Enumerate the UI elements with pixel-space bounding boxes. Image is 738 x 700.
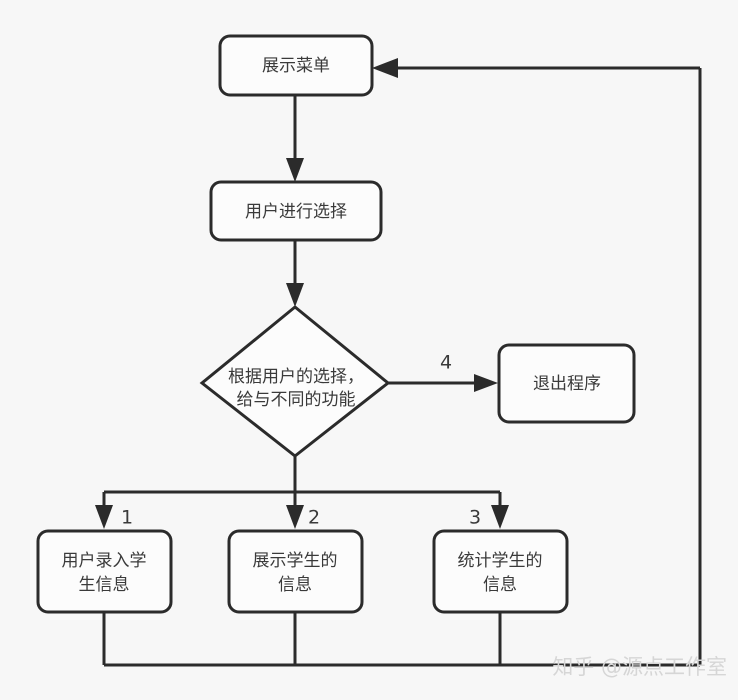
node-decision-label-line2: 给与不同的功能 <box>237 390 356 410</box>
edge-decision-to-exit: 4 <box>388 352 498 392</box>
node-decision-shape[interactable] <box>199 305 391 458</box>
edge-label-branch-1: 1 <box>121 507 133 529</box>
node-show-menu[interactable]: 展示菜单 <box>218 34 374 97</box>
node-show-menu-shape[interactable] <box>218 34 374 97</box>
node-count-student-label-line1: 统计学生的 <box>458 551 543 571</box>
node-show-menu-label: 展示菜单 <box>262 56 330 76</box>
node-input-student-label-line2: 生信息 <box>79 575 130 595</box>
node-show-student-label-line2: 信息 <box>278 575 312 595</box>
node-show-student-shape[interactable] <box>227 529 364 614</box>
node-input-student-shape[interactable] <box>36 529 173 614</box>
watermark: 知乎 @源点工作室 <box>552 655 727 679</box>
edge-return-to-show-menu <box>372 58 702 665</box>
node-show-student[interactable]: 展示学生的 信息 <box>227 529 364 614</box>
edge-user-select-to-decision <box>286 240 304 307</box>
node-count-student[interactable]: 统计学生的 信息 <box>432 529 569 614</box>
edge-label-branch-2: 2 <box>308 507 320 529</box>
node-decision[interactable]: 根据用户的选择， 给与不同的功能 <box>199 305 391 458</box>
edge-return-bus-bottom <box>102 612 700 667</box>
edge-decision-to-input-student: 1 <box>95 505 133 529</box>
edge-decision-branch-bus <box>102 456 502 505</box>
node-count-student-shape[interactable] <box>432 529 569 614</box>
edge-label-branch-4: 4 <box>440 352 452 374</box>
node-exit-program[interactable]: 退出程序 <box>497 343 636 424</box>
node-input-student-label-line1: 用户录入学 <box>62 551 147 571</box>
node-exit-program-shape[interactable] <box>497 343 636 424</box>
edge-label-branch-3: 3 <box>469 507 481 529</box>
node-count-student-label-line2: 信息 <box>483 575 517 595</box>
node-show-student-label-line1: 展示学生的 <box>253 551 338 571</box>
node-user-select[interactable]: 用户进行选择 <box>209 180 383 242</box>
edge-decision-to-show-student: 2 <box>286 505 320 529</box>
node-user-select-shape[interactable] <box>209 180 383 242</box>
edge-decision-to-count-student: 3 <box>469 505 509 529</box>
node-user-select-label: 用户进行选择 <box>245 202 347 222</box>
edge-show-menu-to-user-select <box>286 95 304 182</box>
node-exit-program-label: 退出程序 <box>533 374 601 394</box>
node-input-student[interactable]: 用户录入学 生信息 <box>36 529 173 614</box>
node-decision-label-line1: 根据用户的选择， <box>228 367 364 387</box>
